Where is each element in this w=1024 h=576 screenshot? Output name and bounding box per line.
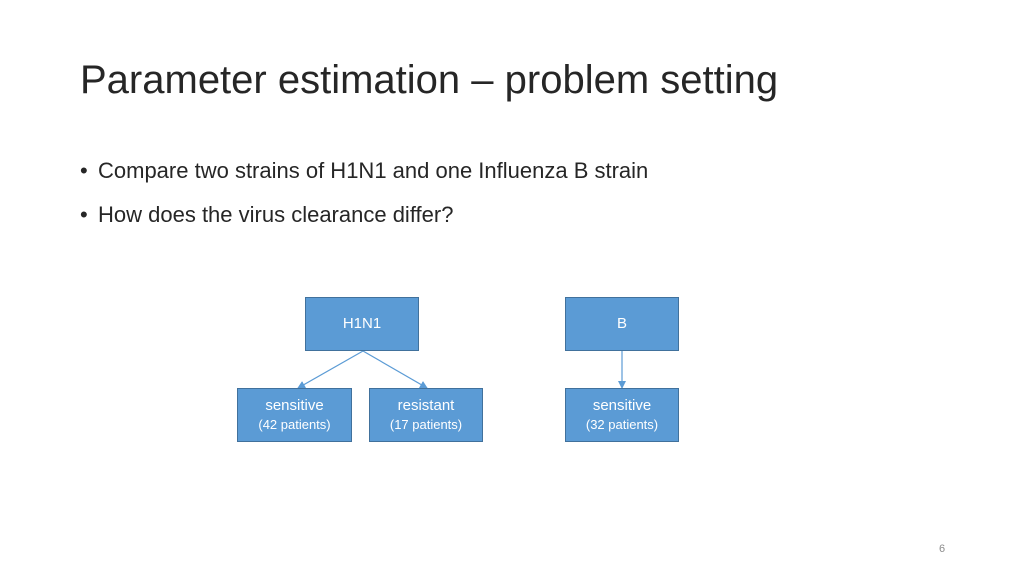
node-patients: (42 patients) [258, 417, 331, 432]
node-h1n1-sensitive: sensitive (42 patients) [237, 388, 352, 442]
node-label: B [616, 315, 627, 332]
bullet-item: •Compare two strains of H1N1 and one Inf… [80, 156, 648, 186]
node-label: H1N1 [342, 315, 382, 332]
bullet-dot-icon: • [80, 202, 88, 227]
node-b: B [565, 297, 679, 351]
arrow-h1n1-to-sensitive [297, 350, 364, 389]
node-h1n1: H1N1 [305, 297, 419, 351]
node-patients: (32 patients) [585, 417, 659, 432]
node-label: sensitive [265, 397, 324, 414]
node-h1n1-resistant: resistant (17 patients) [369, 388, 483, 442]
node-label: sensitive [592, 397, 652, 414]
node-b-sensitive: sensitive (32 patients) [565, 388, 679, 442]
slide-title: Parameter estimation – problem setting [80, 58, 779, 102]
node-patients: (17 patients) [389, 417, 463, 432]
bullet-list: •Compare two strains of H1N1 and one Inf… [80, 156, 648, 244]
page-number: 6 [938, 543, 946, 555]
bullet-dot-icon: • [80, 158, 88, 183]
node-label: resistant [397, 397, 455, 414]
arrow-h1n1-to-resistant [362, 350, 428, 389]
bullet-item: •How does the virus clearance differ? [80, 200, 648, 230]
